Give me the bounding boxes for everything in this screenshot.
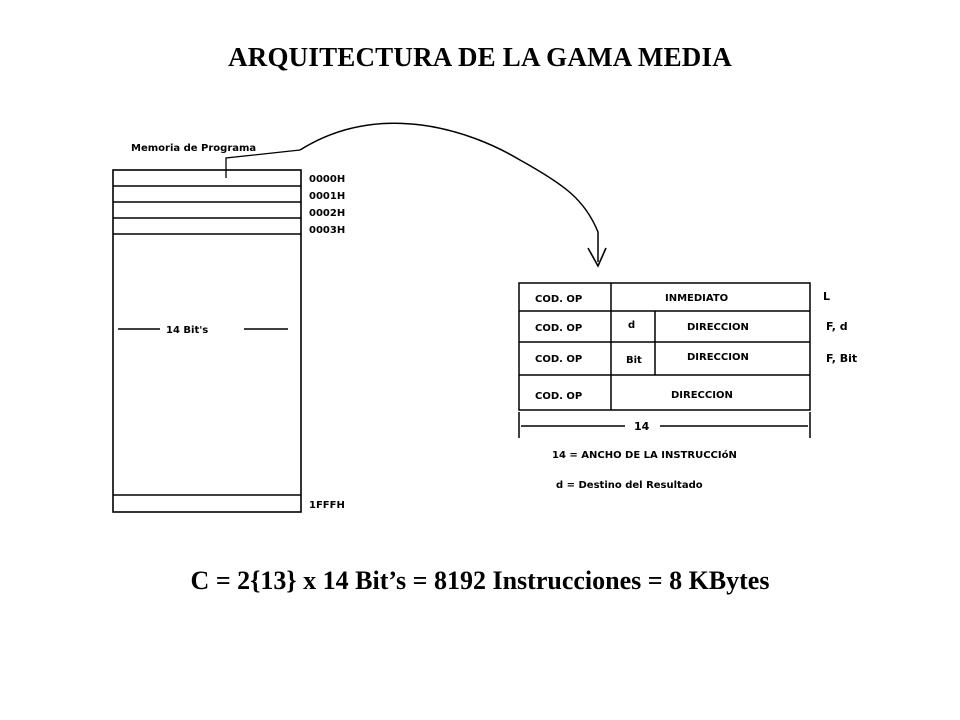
- format-operand: DIRECCION: [687, 352, 749, 363]
- format-field: Bit: [626, 355, 642, 366]
- format-opcode: COD. OP: [535, 354, 582, 365]
- formats-outline: [518, 282, 811, 411]
- note-width: 14 = ANCHO DE LA INSTRUCCIóN: [552, 449, 737, 461]
- memory-last-address: 1FFFH: [309, 500, 345, 511]
- format-tag: L: [823, 290, 830, 303]
- format-tag: F, Bit: [826, 352, 857, 365]
- page-title: ARQUITECTURA DE LA GAMA MEDIA: [228, 42, 732, 72]
- format-operand: DIRECCION: [687, 322, 749, 333]
- instruction-width-value: 14: [634, 420, 650, 433]
- memory-address: 0002H: [309, 208, 345, 219]
- format-opcode: COD. OP: [535, 391, 582, 402]
- note-destination: d = Destino del Resultado: [556, 480, 703, 491]
- format-opcode: COD. OP: [535, 323, 582, 334]
- capacity-formula: C = 2{13} x 14 Bit’s = 8192 Instruccione…: [190, 566, 770, 595]
- curved-arrow: [299, 122, 599, 262]
- memory-address: 0003H: [309, 225, 345, 236]
- program-memory: [112, 169, 302, 513]
- format-field: d: [628, 320, 635, 331]
- format-operand: DIRECCION: [671, 390, 733, 401]
- memory-address: 0001H: [309, 191, 345, 202]
- pointer-line: [225, 149, 301, 178]
- instruction-formats: [518, 282, 811, 438]
- format-operand: INMEDIATO: [665, 293, 728, 304]
- memory-width-label: 14 Bit's: [166, 325, 208, 336]
- memory-address: 0000H: [309, 174, 345, 185]
- format-tag: F, d: [826, 320, 848, 333]
- format-opcode: COD. OP: [535, 294, 582, 305]
- arrow-head: [587, 247, 607, 268]
- memory-label: Memoria de Programa: [131, 143, 256, 154]
- memory-outline: [112, 169, 302, 513]
